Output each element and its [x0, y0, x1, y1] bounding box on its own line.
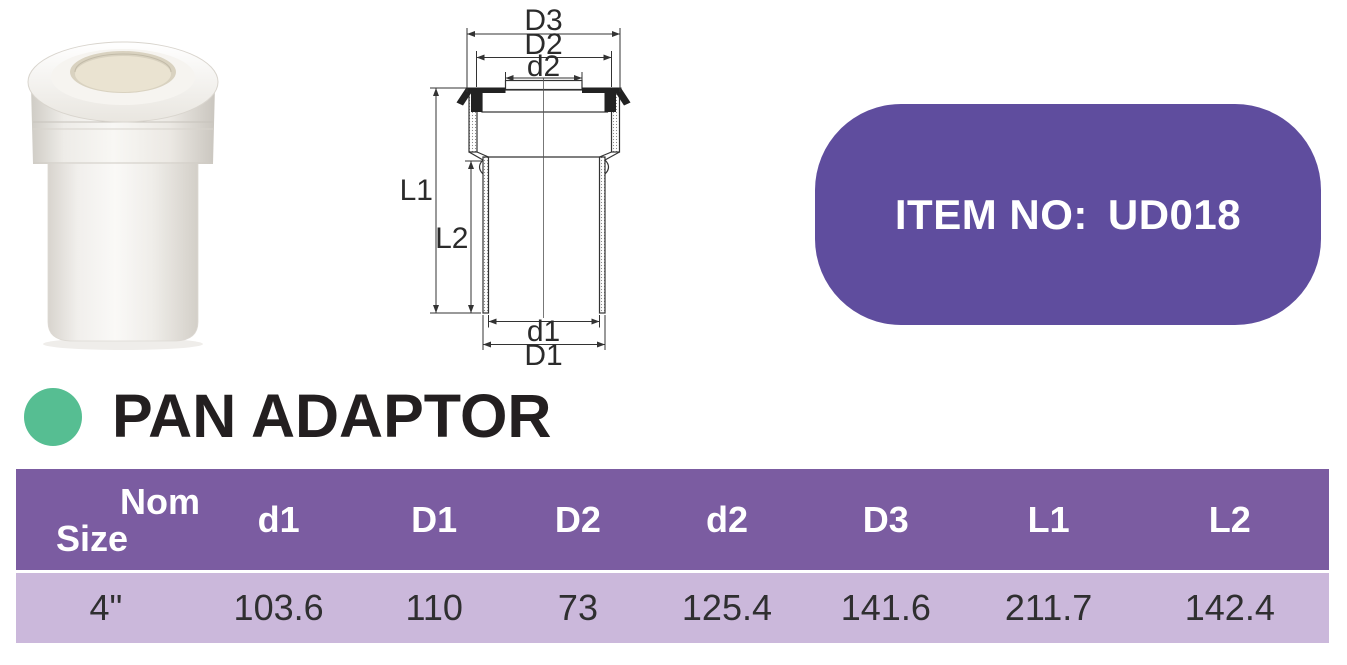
item-number-label: ITEM NO: [894, 190, 1088, 238]
bullet-circle-icon [24, 387, 82, 446]
photo-hole [75, 56, 171, 92]
col-header-nom: Nom [120, 480, 200, 522]
col-header-d1: d1 [257, 498, 300, 540]
item-number-value: UD018 [1107, 190, 1242, 238]
dim-label-D3: D3 [524, 4, 562, 37]
cell-L2: 142.4 [1184, 587, 1275, 628]
col-header-d2: d2 [705, 498, 748, 540]
table-header-row: Nom Size d1 D1 D2 d2 D3 L1 L2 [16, 469, 1329, 570]
dimension-lines [430, 28, 621, 350]
section-heading: PAN ADAPTOR [24, 386, 551, 447]
dim-label-L1: L1 [400, 174, 433, 207]
col-header-nom-size: Nom Size [16, 480, 200, 559]
table-data-row: 4" 103.6 110 73 125.4 141.6 211.7 142.4 [16, 573, 1329, 643]
part-outline [468, 79, 621, 314]
item-number-badge: ITEM NO: UD018 [815, 104, 1321, 325]
col-header-D1: D1 [411, 498, 458, 540]
dim-label-L2: L2 [435, 222, 468, 255]
spec-table: Nom Size d1 D1 D2 d2 D3 L1 L2 4" 103.6 1… [16, 469, 1329, 643]
cell-L1: 211.7 [1004, 587, 1093, 628]
dim-label-D2: D2 [524, 28, 562, 61]
photo-pipe-body [47, 161, 199, 342]
cell-nom-size: 4" [89, 587, 123, 628]
technical-drawing: D3 D2 d2 L1 L2 d1 D1 [400, 4, 631, 372]
cell-d1: 103.6 [233, 587, 324, 628]
part-seal-rim [456, 87, 631, 112]
col-header-D3: D3 [862, 498, 909, 540]
col-header-L1: L1 [1027, 498, 1070, 540]
col-header-D2: D2 [554, 498, 601, 540]
page-title: PAN ADAPTOR [112, 382, 552, 450]
dim-label-d1: d1 [527, 315, 560, 348]
dim-label-d2: d2 [527, 50, 560, 83]
dim-label-D1: D1 [524, 339, 562, 372]
product-photo [27, 41, 219, 350]
cell-D2: 73 [557, 587, 598, 628]
cell-D3: 141.6 [840, 587, 931, 628]
cell-d2: 125.4 [681, 587, 772, 628]
cell-D1: 110 [405, 587, 463, 628]
col-header-size: Size [56, 517, 129, 559]
col-header-L2: L2 [1208, 498, 1251, 540]
